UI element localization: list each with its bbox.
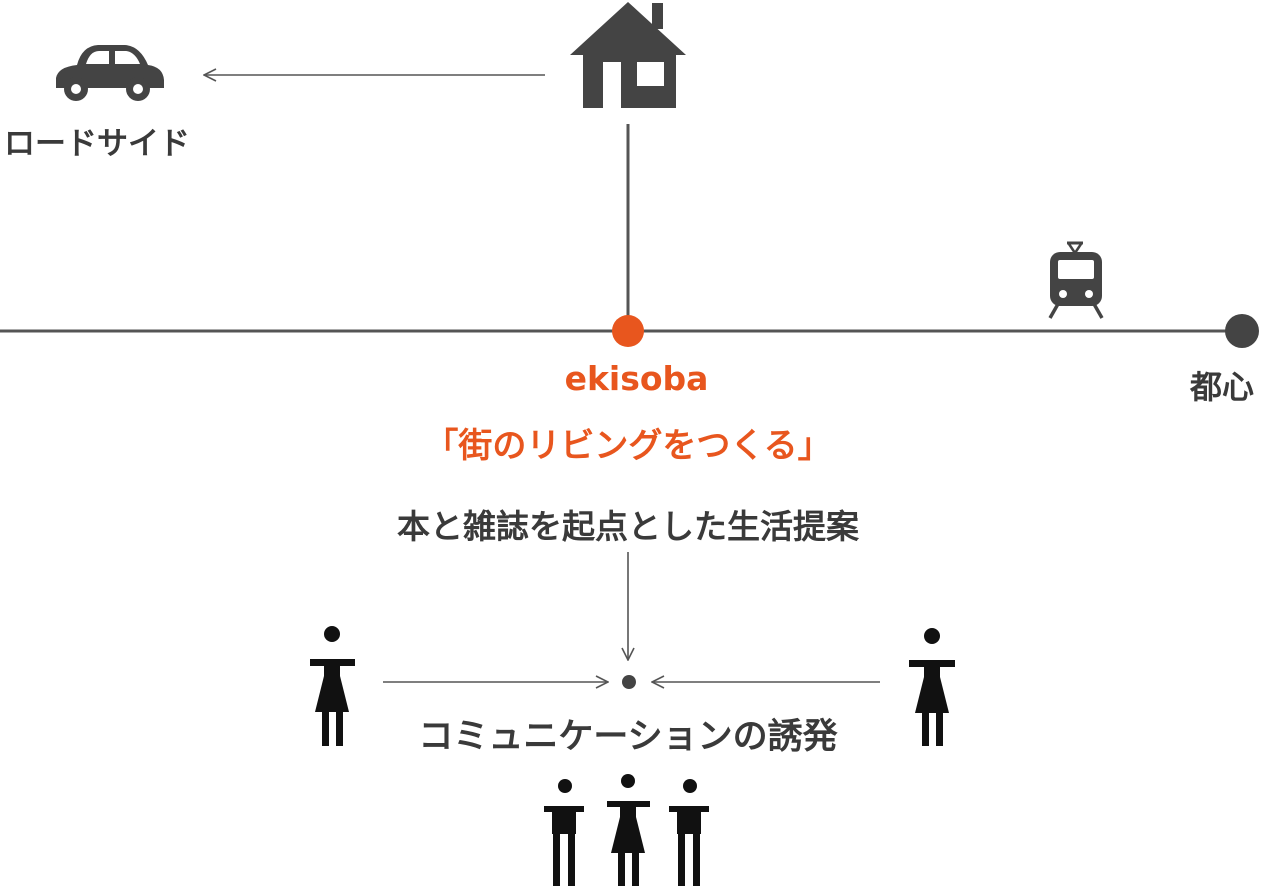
person-woman-icon	[607, 774, 650, 886]
communication-point-dot	[622, 675, 636, 689]
car-icon	[56, 45, 164, 101]
person-man-icon	[544, 779, 584, 886]
city-center-label: 都心	[1190, 368, 1255, 406]
ekisoba-station-dot	[612, 315, 644, 347]
person-woman-icon	[909, 628, 955, 746]
roadside-label: ロードサイド	[4, 126, 190, 162]
communication-label: コミュニケーションの誘発	[418, 717, 838, 757]
brand-label: ekisoba	[564, 359, 709, 398]
train-icon	[1048, 241, 1104, 319]
concept-label: 「街のリビングをつくる」	[424, 426, 832, 466]
house-icon	[570, 2, 686, 108]
person-woman-icon	[310, 626, 355, 746]
person-man-icon	[669, 779, 709, 886]
city-center-dot	[1225, 314, 1259, 348]
proposal-label: 本と雑誌を起点とした生活提案	[397, 507, 859, 546]
